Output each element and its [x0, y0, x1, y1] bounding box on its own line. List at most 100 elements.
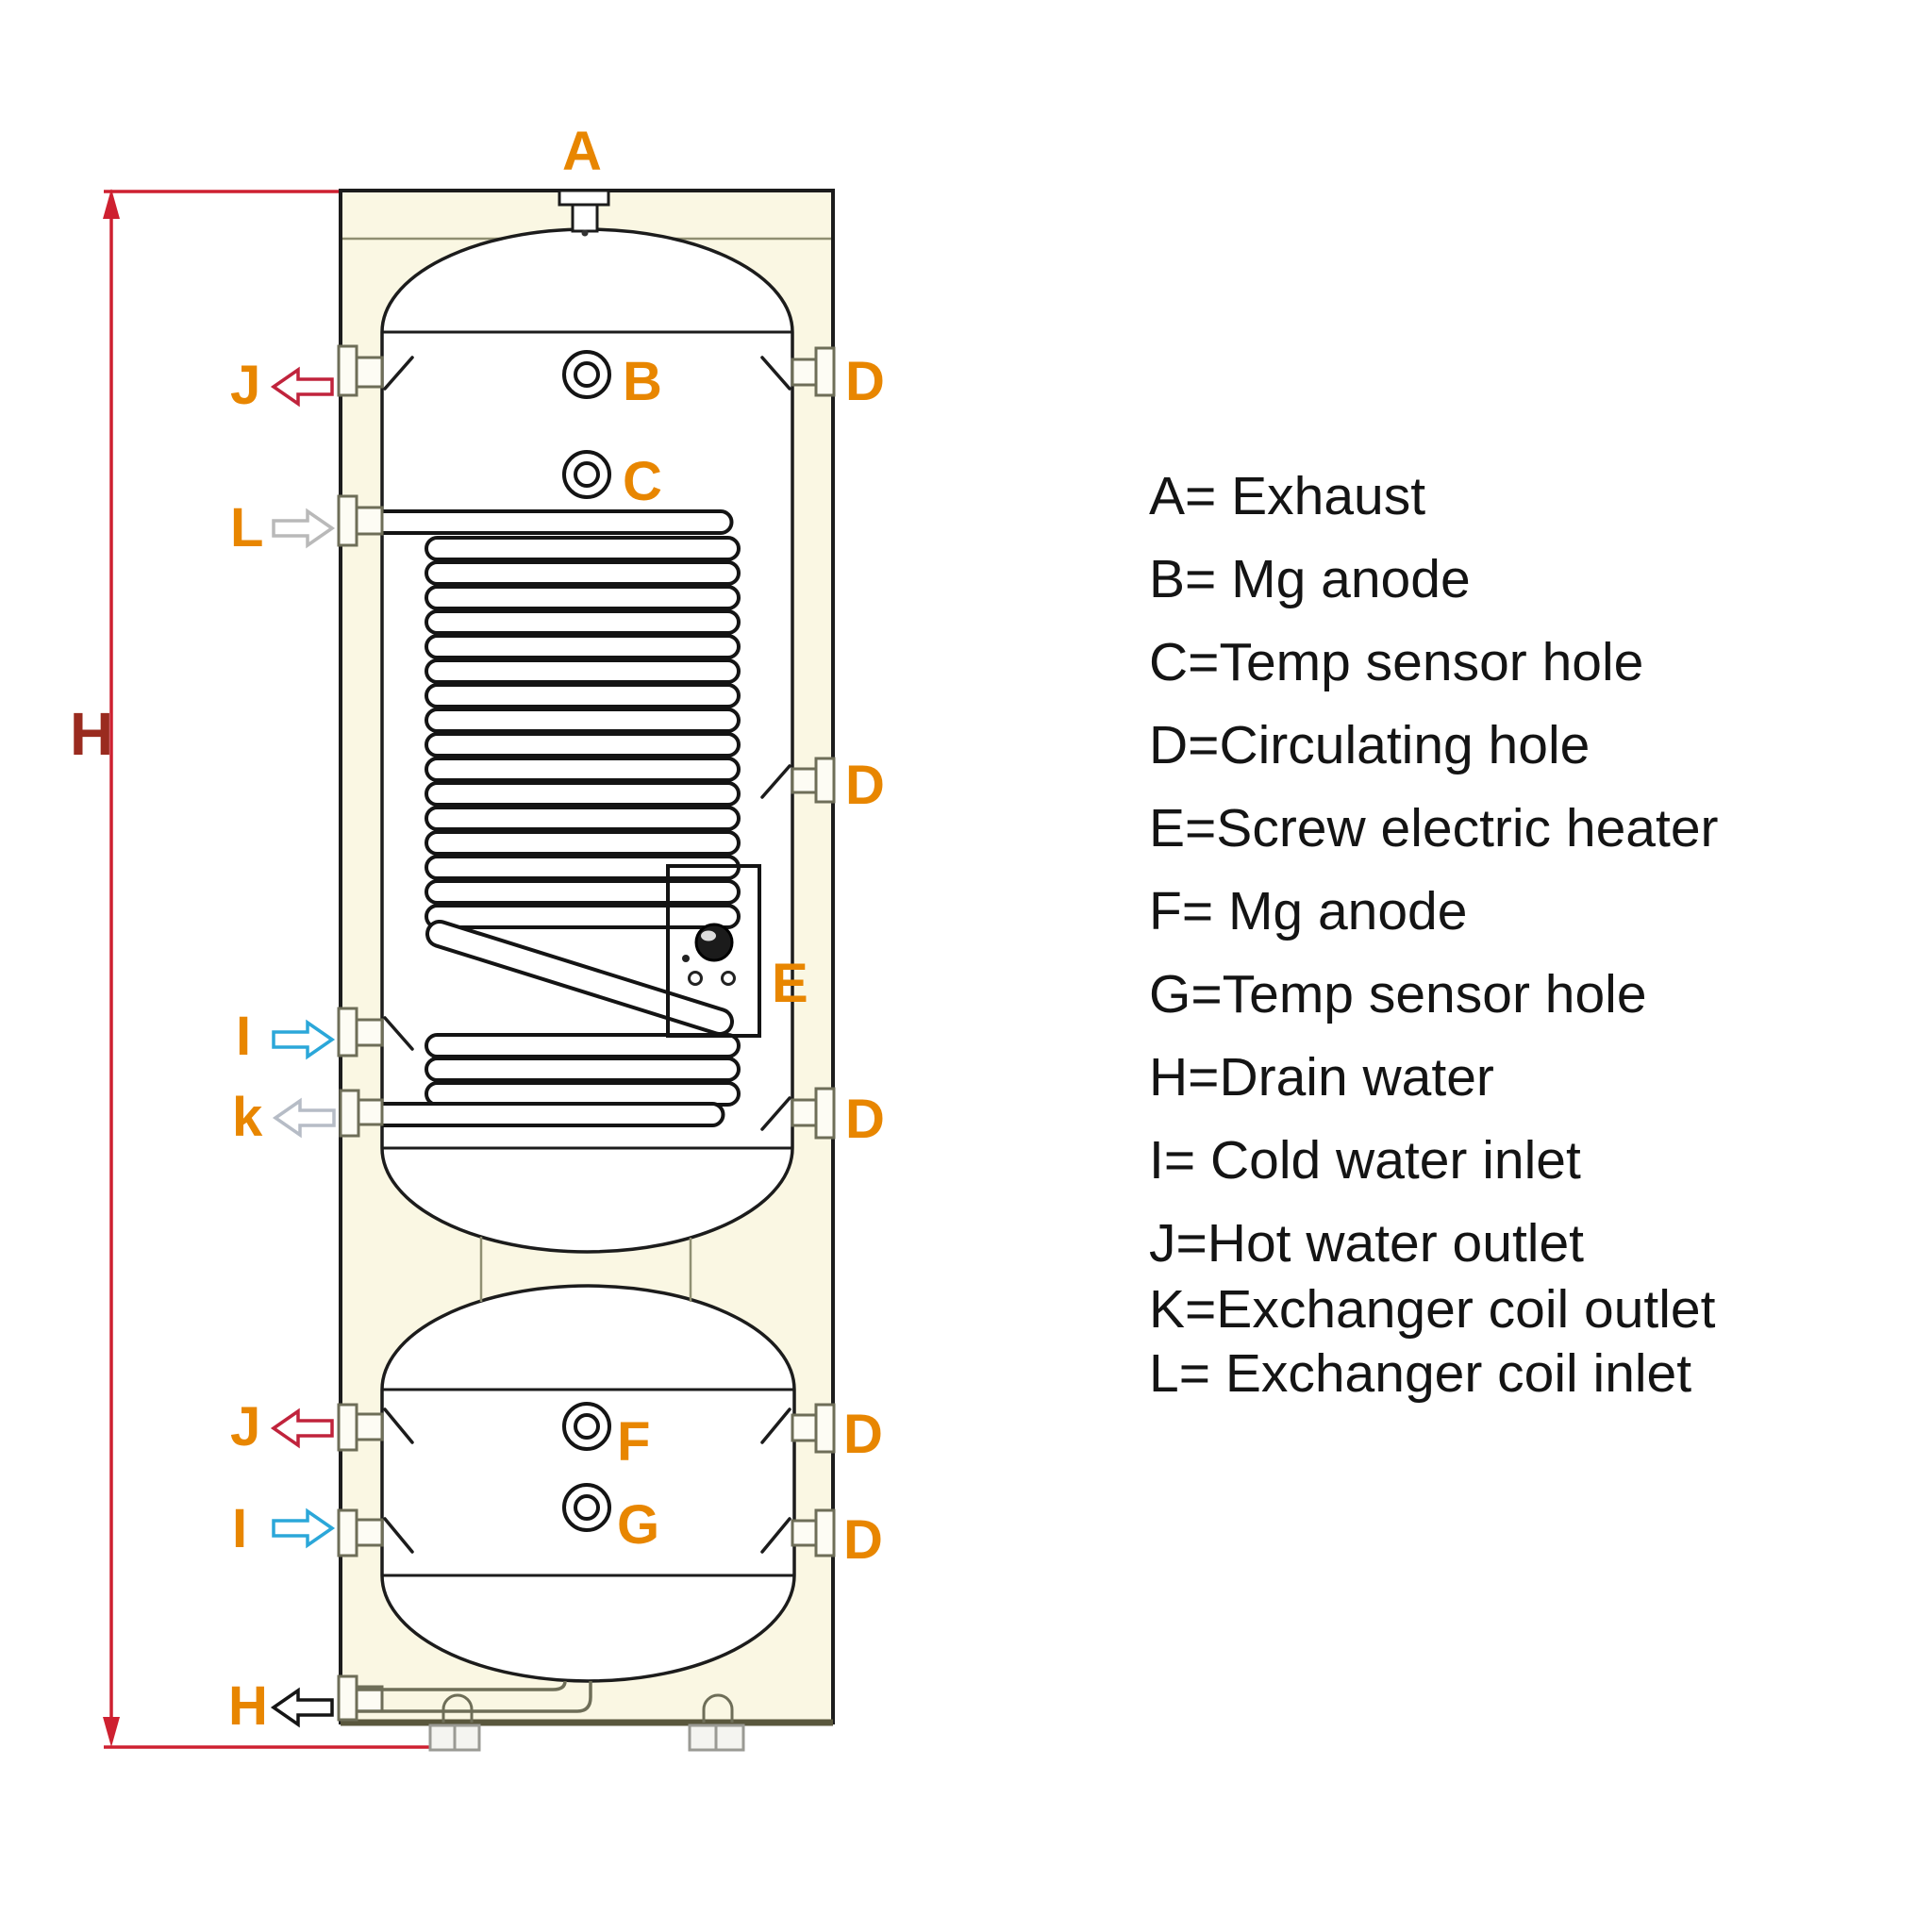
legend-line-A: A= Exhaust — [1149, 466, 1425, 526]
drain-pipe-top-edge — [357, 1680, 567, 1691]
legend-line-E: E=Screw electric heater — [1149, 798, 1719, 858]
flange-outer — [814, 1403, 836, 1454]
right-ports — [791, 346, 836, 1557]
flange-inner — [355, 1018, 384, 1047]
callout-E-label: E — [772, 953, 808, 1014]
drain-pipe — [357, 1680, 592, 1713]
heater-dot — [682, 955, 690, 962]
legend-line-G: G=Temp sensor hole — [1149, 964, 1647, 1024]
coil-tube — [425, 830, 741, 856]
callout-J-label: J — [230, 1396, 260, 1457]
heater-box — [666, 864, 761, 1038]
support-arch — [441, 1693, 474, 1723]
legend-line-B: B= Mg anode — [1149, 549, 1471, 609]
coil-tube — [425, 708, 741, 733]
port-D3-circulating — [791, 1087, 836, 1140]
coil-outlet-pipe — [382, 1102, 725, 1127]
callout-H-label: H — [228, 1675, 268, 1737]
drain-pipe-bottom-edge — [357, 1681, 592, 1713]
mg-anode-f-fitting — [562, 1402, 611, 1451]
flange-outer — [337, 494, 358, 547]
coil-tube — [425, 560, 741, 586]
coil-tube — [425, 757, 741, 782]
callout-I-label: I — [236, 1006, 251, 1067]
coil-tube — [425, 658, 741, 684]
chamfer — [383, 356, 414, 391]
port-D5-circulating — [791, 1508, 836, 1557]
exhaust-flange — [558, 189, 610, 207]
callout-D-label: D — [845, 1089, 885, 1150]
port-L-coil-inlet — [337, 494, 384, 547]
chamfer — [383, 1517, 414, 1554]
fitting-inner-ring — [574, 361, 600, 388]
callout-D-label: D — [845, 351, 885, 412]
coil-tube — [425, 879, 741, 905]
dimension-arrow-down-icon — [103, 1717, 120, 1747]
flange-outer — [814, 1087, 836, 1140]
flow-arrows — [270, 366, 336, 1728]
left-ports — [337, 344, 384, 1722]
heater-bolt-hole — [688, 971, 703, 986]
callout-labels: A B C D D D D D E F G H I I J J k L — [228, 121, 885, 1737]
callout-G-label: G — [617, 1494, 659, 1556]
chamfer — [760, 1517, 791, 1554]
port-D2-circulating — [791, 757, 836, 804]
legend-line-J: J=Hot water outlet — [1149, 1213, 1584, 1274]
mg-anode-b-fitting — [562, 350, 611, 399]
flange-outer — [337, 1007, 358, 1058]
flange-inner — [355, 1518, 384, 1547]
flange-inner — [355, 506, 384, 536]
coil-tube — [425, 1081, 741, 1107]
flange-inner — [355, 356, 384, 389]
chamfer — [760, 1407, 791, 1444]
exchanger-coil-inlet-arrow-icon — [272, 508, 336, 549]
fitting-inner-ring — [574, 1413, 600, 1440]
exchanger-coil-outlet-arrow-icon — [272, 1097, 336, 1139]
coil-inlet-pipe — [382, 509, 734, 535]
legend-line-L: L= Exchanger coil inlet — [1149, 1343, 1691, 1404]
temp-sensor-g-fitting — [562, 1483, 611, 1532]
exhaust-port — [558, 189, 610, 237]
callout-J-label: J — [230, 355, 260, 416]
coil-tube — [425, 634, 741, 659]
port-K-coil-outlet — [339, 1089, 384, 1138]
chamfer — [383, 1407, 414, 1444]
heater-bolt-hole — [721, 971, 736, 986]
coil-diagonal-tube — [429, 924, 730, 1032]
callout-I-label: I — [232, 1498, 247, 1559]
chamfer — [383, 1016, 414, 1051]
port-I2-cold-water-inlet — [337, 1508, 384, 1557]
base-supports — [428, 1693, 745, 1752]
temp-sensor-c-fitting — [562, 450, 611, 499]
callout-L-label: L — [230, 497, 263, 558]
flange-inner — [791, 1519, 818, 1547]
port-I-cold-water-inlet — [337, 1007, 384, 1058]
legend-line-K: K=Exchanger coil outlet — [1149, 1279, 1716, 1340]
flange-outer — [339, 1089, 360, 1138]
coil-tube — [425, 781, 741, 807]
legend-line-I: I= Cold water inlet — [1149, 1130, 1581, 1191]
flange-outer — [337, 1674, 358, 1722]
flange-inner — [791, 1413, 818, 1442]
flange-outer — [814, 1508, 836, 1557]
fittings — [562, 350, 611, 1532]
callout-A-label: A — [562, 121, 602, 182]
exhaust-pipe — [571, 203, 599, 233]
cold-water-inlet-arrow-icon — [272, 1507, 336, 1549]
port-J-hot-water-outlet — [337, 344, 384, 397]
chamfer — [760, 1096, 791, 1131]
legend: A= Exhaust B= Mg anode C=Temp sensor hol… — [1149, 466, 1719, 1404]
dimension-h-label: H — [70, 700, 113, 768]
drain-arrow-icon — [270, 1687, 334, 1728]
coil-tube — [425, 1033, 741, 1058]
flange-outer — [814, 757, 836, 804]
coil-tube — [425, 536, 741, 561]
callout-D-label: D — [845, 755, 885, 816]
flange-inner — [791, 358, 818, 387]
coil-tube — [425, 609, 741, 635]
heater-plug-highlight — [701, 930, 716, 941]
callout-D-label: D — [843, 1509, 883, 1571]
legend-line-F: F= Mg anode — [1149, 881, 1467, 941]
coil-tube — [425, 585, 741, 610]
